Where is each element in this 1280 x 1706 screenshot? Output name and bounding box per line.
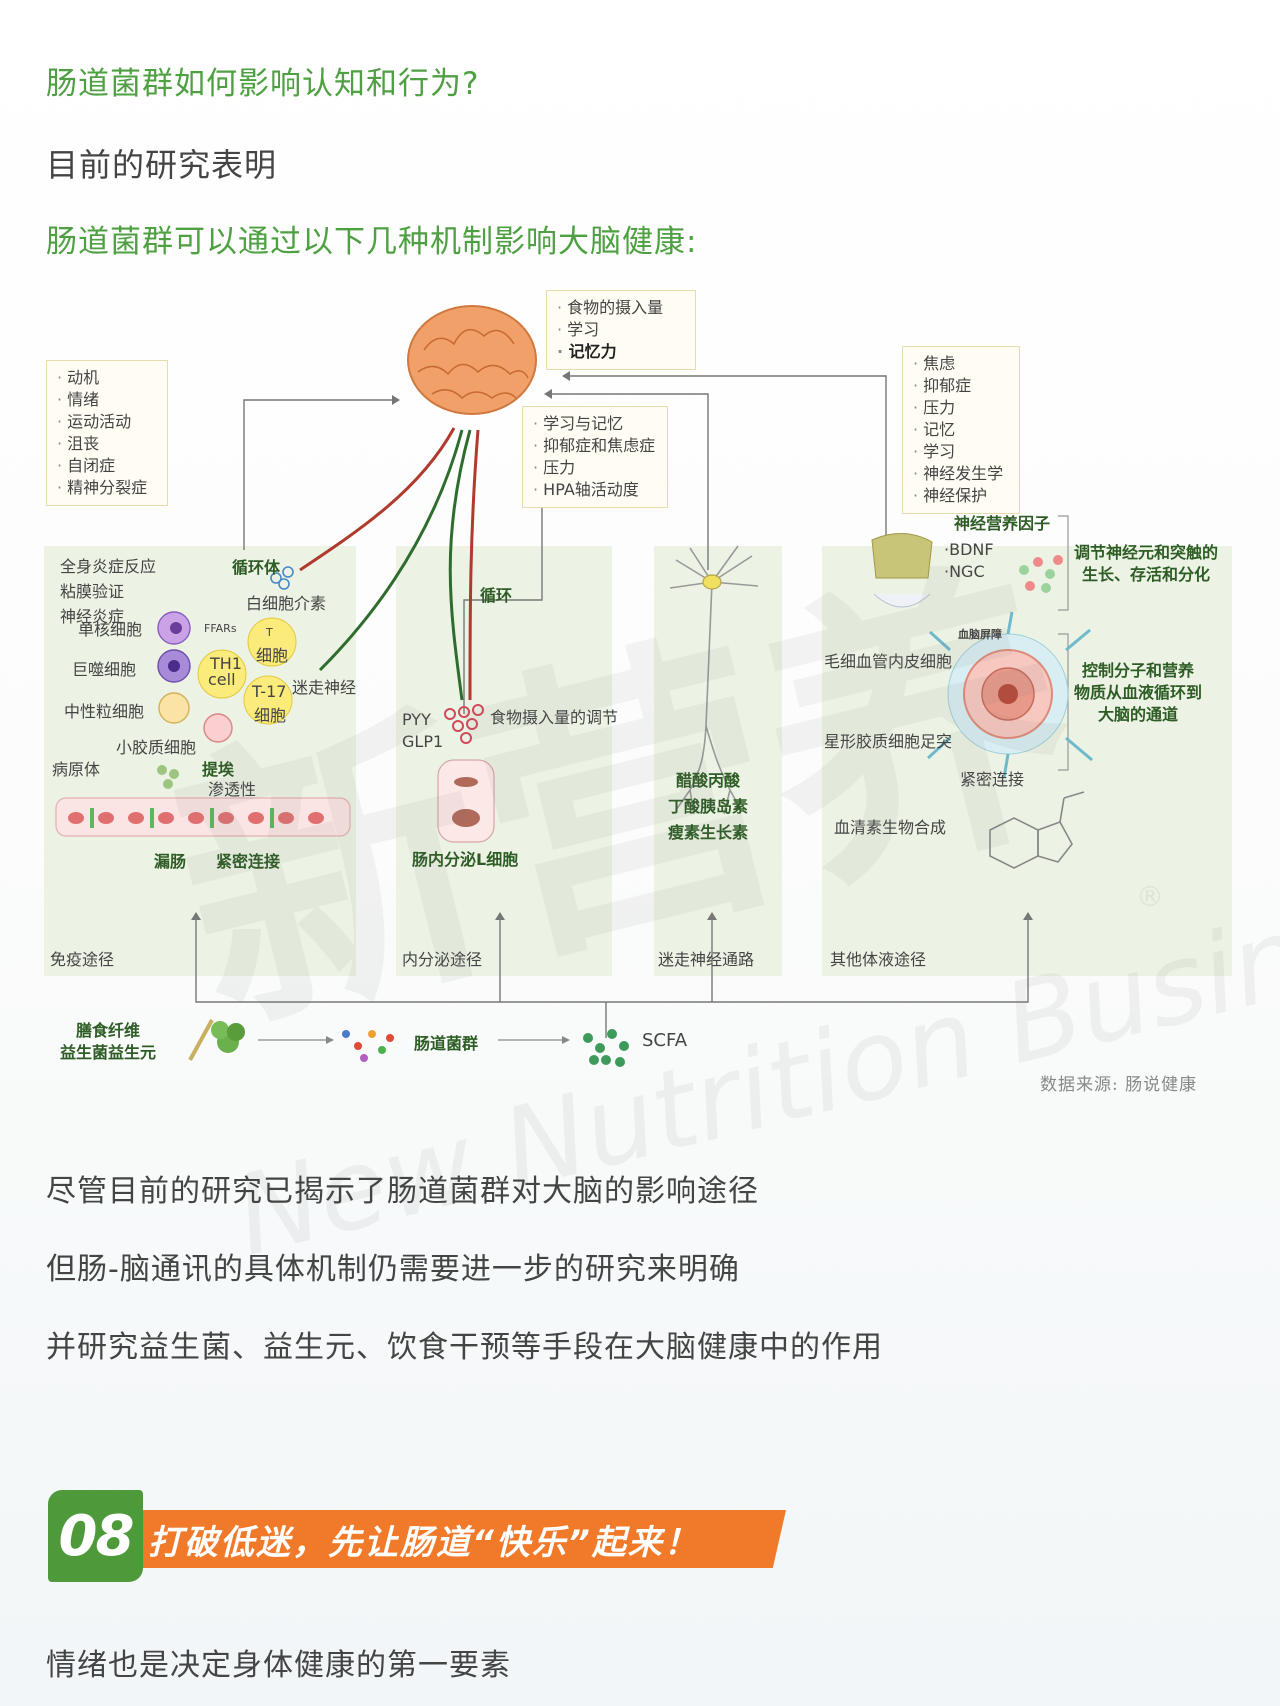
endocrine-circulation-label: 循环 bbox=[480, 586, 513, 605]
t-cell-label: 细胞 bbox=[256, 646, 289, 665]
channel-line: 控制分子和营养 bbox=[1082, 661, 1195, 680]
vagal-label: 丁酸胰岛素 bbox=[668, 797, 749, 816]
macrophage-label: 巨噬细胞 bbox=[72, 660, 137, 679]
immune-effect-item: 精神分裂症 bbox=[57, 477, 157, 499]
brain-icon bbox=[407, 305, 537, 415]
humoral-effect-item: 神经保护 bbox=[913, 485, 1009, 507]
immune-effect: 神经炎症 bbox=[60, 607, 125, 626]
t-cell-sup: T bbox=[266, 626, 273, 639]
bdnf-label: ·BDNF bbox=[944, 540, 994, 559]
endocrine-effect-item: 压力 bbox=[533, 457, 657, 479]
endocrine-effects-box: 学习与记忆 抑郁症和焦虑症 压力 HPA轴活动度 bbox=[522, 406, 668, 508]
vagal-labels: 醋酸丙酸 丁酸胰岛素 瘦素生长素 bbox=[668, 768, 748, 846]
humoral-effect-item: 压力 bbox=[913, 397, 1009, 419]
humoral-effect-item: 学习 bbox=[913, 441, 1009, 463]
ngc-label: ·NGC bbox=[944, 562, 985, 581]
intro-line-1: 目前的研究表明 bbox=[46, 146, 278, 184]
immune-footer: 免疫途径 bbox=[50, 950, 115, 969]
ffars-label: FFARs bbox=[204, 622, 237, 635]
serotonin-label: 血清素生物合成 bbox=[834, 818, 947, 837]
brain-effect-item: 学习 bbox=[557, 319, 685, 341]
cytokine-label: 白细胞介素 bbox=[246, 594, 327, 613]
immune-effects-list: 全身炎症反应 粘膜验证 神经炎症 bbox=[60, 554, 156, 629]
immune-effect-item: 沮丧 bbox=[57, 433, 157, 455]
humoral-effect-item: 焦虑 bbox=[913, 353, 1009, 375]
immune-effect: 全身炎症反应 bbox=[60, 557, 157, 576]
endocrine-panel bbox=[396, 546, 612, 976]
t17-cell-label: 细胞 bbox=[254, 706, 287, 725]
vagal-footer: 迷走神经通路 bbox=[658, 950, 755, 969]
fiber-line: 膳食纤维 bbox=[76, 1021, 141, 1040]
data-source: 数据来源: 肠说健康 bbox=[1040, 1075, 1198, 1095]
channel-line: 大脑的通道 bbox=[1098, 705, 1179, 724]
intro-line-2: 肠道菌群可以通过以下几种机制影响大脑健康: bbox=[46, 224, 698, 260]
monocyte-label: 单核细胞 bbox=[78, 620, 143, 639]
vagal-label: 醋酸丙酸 bbox=[676, 771, 741, 790]
neutrophil-label: 中性粒细胞 bbox=[64, 702, 145, 721]
microbiota-label: 肠道菌群 bbox=[414, 1034, 479, 1053]
fiber-line: 益生菌益生元 bbox=[60, 1043, 157, 1062]
glp1-label: GLP1 bbox=[402, 732, 444, 751]
channel-label: 控制分子和营养 物质从血液循环到 大脑的通道 bbox=[1074, 660, 1202, 726]
leaky-gut-label: 漏肠 bbox=[154, 852, 187, 871]
t17-label: T-17 bbox=[252, 682, 287, 701]
gut-brain-diagram: 食物的摄入量 学习 记忆力 动机 情绪 运动活动 沮丧 自闭症 精神分裂症 学习… bbox=[0, 290, 1280, 1110]
immune-effect-item: 自闭症 bbox=[57, 455, 157, 477]
endocrine-effect-item: 抑郁症和焦虑症 bbox=[533, 435, 657, 457]
section-title: 打破低迷，先让肠道“快乐”起来！ bbox=[126, 1510, 786, 1568]
regulation-label: 调节神经元和突触的 生长、存活和分化 bbox=[1074, 542, 1218, 586]
pyy-label: PYY bbox=[402, 710, 431, 729]
pathogen-label: 病原体 bbox=[52, 760, 101, 779]
damage-label: 提埃 bbox=[202, 760, 235, 779]
brain-effect-item: 食物的摄入量 bbox=[557, 297, 685, 319]
question-title: 肠道菌群如何影响认知和行为? bbox=[46, 66, 480, 102]
bbb-label: 血脑屏障 bbox=[958, 628, 1002, 641]
channel-line: 物质从血液循环到 bbox=[1074, 683, 1203, 702]
endocrine-footer: 内分泌途径 bbox=[402, 950, 483, 969]
humoral-effect-item: 神经发生学 bbox=[913, 463, 1009, 485]
permeability-label: 渗透性 bbox=[208, 780, 257, 799]
th1-label: TH1 bbox=[210, 654, 242, 673]
brain-effects-box: 食物的摄入量 学习 记忆力 bbox=[546, 290, 696, 370]
humoral-panel bbox=[822, 546, 1232, 976]
immune-effect-item: 运动活动 bbox=[57, 411, 157, 433]
vagal-label: 瘦素生长素 bbox=[668, 823, 749, 842]
scfa-label: SCFA bbox=[642, 1030, 688, 1051]
section-number: 08 bbox=[48, 1490, 143, 1582]
fiber-label: 膳食纤维 益生菌益生元 bbox=[60, 1020, 156, 1064]
food-regulation-label: 食物摄入量的调节 bbox=[490, 708, 619, 727]
circulation-label: 循环体 bbox=[232, 558, 281, 577]
immune-effect-item: 情绪 bbox=[57, 389, 157, 411]
humoral-tight-label: 紧密连接 bbox=[960, 770, 1025, 789]
immune-panel bbox=[44, 546, 356, 976]
endocrine-effect-item: 学习与记忆 bbox=[533, 413, 657, 435]
immune-effects-box: 动机 情绪 运动活动 沮丧 自闭症 精神分裂症 bbox=[46, 360, 168, 506]
humoral-effects-box: 焦虑 抑郁症 压力 记忆 学习 神经发生学 神经保护 bbox=[902, 346, 1020, 514]
endocrine-effect-item: HPA轴活动度 bbox=[533, 479, 657, 501]
endothelial-label: 毛细血管内皮细胞 bbox=[824, 652, 953, 671]
outro-line-3: 并研究益生菌、益生元、饮食干预等手段在大脑健康中的作用 bbox=[46, 1330, 883, 1365]
astrocyte-label: 星形胶质细胞足突 bbox=[824, 732, 953, 751]
tight-junction-label: 紧密连接 bbox=[216, 852, 281, 871]
microglia-label: 小胶质细胞 bbox=[116, 738, 197, 757]
outro-line-1: 尽管目前的研究已揭示了肠道菌群对大脑的影响途径 bbox=[46, 1174, 759, 1209]
outro-line-2: 但肠-脑通讯的具体机制仍需要进一步的研究来明确 bbox=[46, 1252, 740, 1287]
connector-lines bbox=[55, 371, 1093, 1067]
vagus-label: 迷走神经 bbox=[292, 678, 357, 697]
immune-effect-item: 动机 bbox=[57, 367, 157, 389]
closing-line: 情绪也是决定身体健康的第一要素 bbox=[46, 1648, 511, 1683]
th1-cell-label: cell bbox=[208, 670, 236, 689]
brain-effect-item: 记忆力 bbox=[557, 341, 685, 363]
regulation-line: 调节神经元和突触的 bbox=[1074, 543, 1219, 562]
immune-effect: 粘膜验证 bbox=[60, 582, 125, 601]
neurotrophic-label: 神经营养因子 bbox=[954, 514, 1051, 533]
l-cell-label: 肠内分泌L细胞 bbox=[412, 850, 519, 869]
humoral-footer: 其他体液途径 bbox=[830, 950, 927, 969]
humoral-effect-item: 抑郁症 bbox=[913, 375, 1009, 397]
regulation-line: 生长、存活和分化 bbox=[1082, 565, 1211, 584]
humoral-effect-item: 记忆 bbox=[913, 419, 1009, 441]
